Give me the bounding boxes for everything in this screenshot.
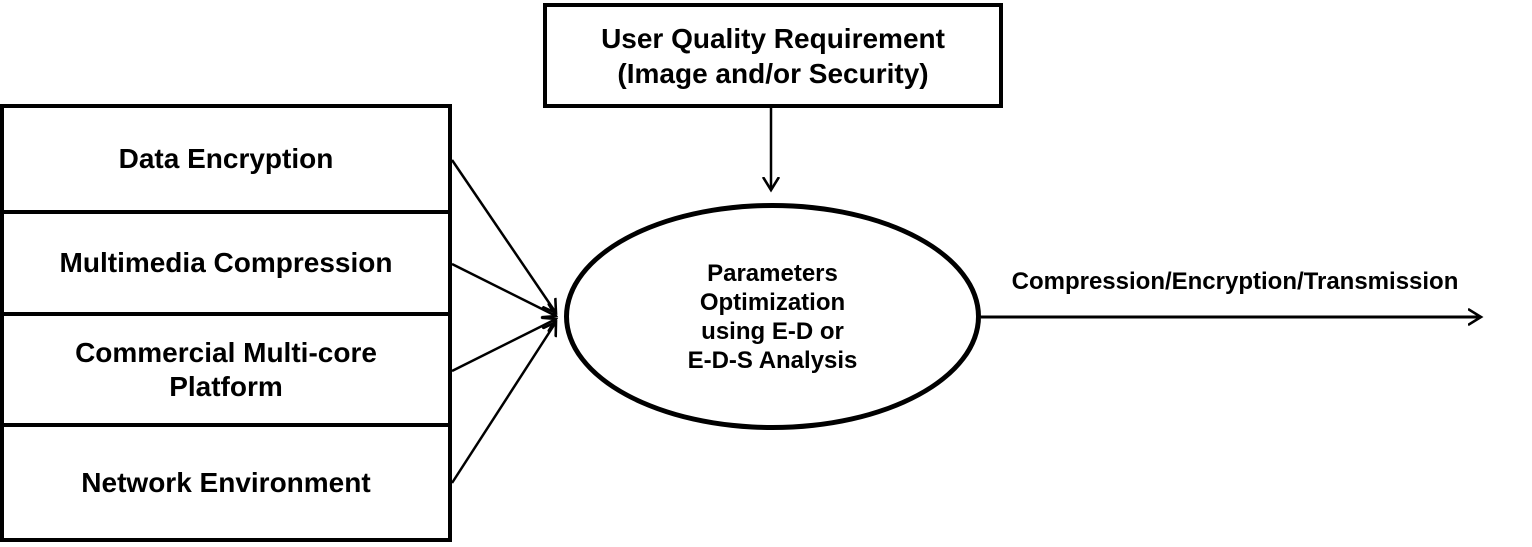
output-arrow-label: Compression/Encryption/Transmission <box>1011 268 1459 295</box>
box-network-environment: Network Environment <box>0 423 452 542</box>
box-multimedia-compression: Multimedia Compression <box>0 210 452 316</box>
ellipse-parameters-optimization: Parameters Optimization using E-D or E-D… <box>564 203 981 430</box>
input-box-stack: Data Encryption Multimedia Compression C… <box>0 104 452 542</box>
box-commercial-multicore-platform: Commercial Multi-core Platform <box>0 312 452 427</box>
arrow-multimedia-compression <box>451 262 556 316</box>
arrow-network-environment <box>450 322 556 484</box>
arrow-data-encryption <box>450 159 556 313</box>
box-user-quality-requirement: User Quality Requirement (Image and/or S… <box>543 3 1003 108</box>
arrow-multicore-platform <box>451 319 556 373</box>
box-data-encryption: Data Encryption <box>0 104 452 214</box>
